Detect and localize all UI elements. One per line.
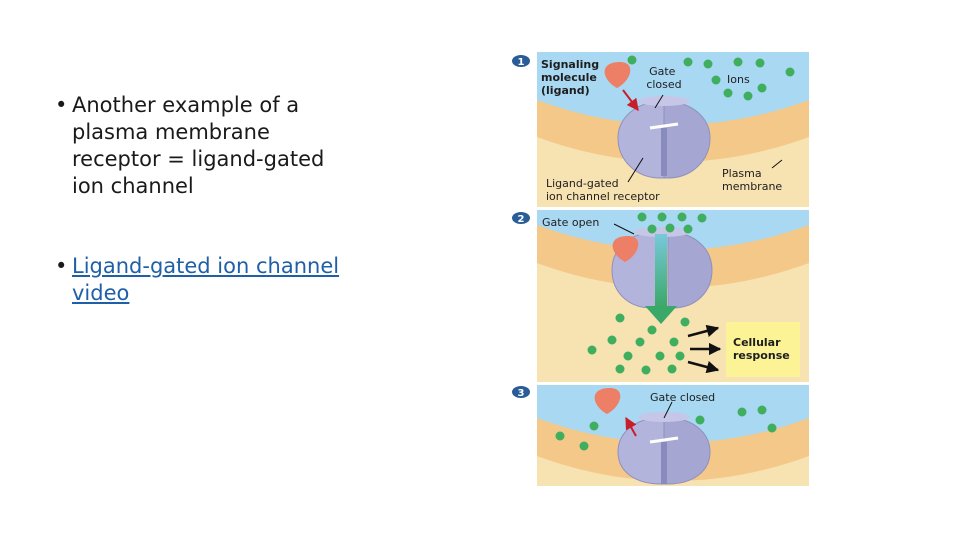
ion: [697, 213, 707, 223]
ion: [695, 415, 705, 425]
ion: [683, 57, 693, 67]
gate-closed-label: Gate closed: [646, 65, 681, 91]
membrane-pointer: [771, 159, 783, 169]
cytoplasm: [537, 456, 809, 486]
ion: [615, 313, 625, 323]
ions-group: [587, 212, 707, 375]
ion: [587, 345, 597, 355]
ion: [755, 58, 765, 68]
panel-2: Cellular response 2 Gate open: [512, 210, 809, 382]
ion: [677, 212, 687, 222]
ion: [733, 57, 743, 67]
ion: [623, 351, 633, 361]
ion: [607, 335, 617, 345]
svg-text:3: 3: [518, 388, 525, 399]
ion: [683, 224, 693, 234]
ion: [555, 431, 565, 441]
ion: [647, 224, 657, 234]
ions-label: Ions: [727, 73, 750, 86]
ion: [627, 55, 637, 65]
ion: [703, 59, 713, 69]
ion: [785, 67, 795, 77]
ion-flow-arrow: [655, 234, 667, 308]
ion: [711, 75, 721, 85]
ion: [641, 365, 651, 375]
ion: [589, 421, 599, 431]
bullet-text: Another example of a plasma membrane rec…: [72, 93, 325, 198]
ion-flow-arrowhead: [645, 306, 677, 324]
ion: [637, 212, 647, 222]
receptor-closed: [617, 412, 711, 485]
receptor-label: Ligand-gated ion channel receptor: [546, 177, 660, 203]
ion: [743, 91, 753, 101]
ligand-molecule: [594, 388, 621, 414]
signaling-molecule-label: Signaling molecule (ligand): [541, 58, 603, 97]
svg-text:2: 2: [518, 214, 525, 225]
response-arrow: [687, 360, 720, 374]
plasma-membrane-label: Plasma membrane: [722, 167, 782, 193]
ion: [665, 223, 675, 233]
response-arrow: [687, 324, 720, 338]
ligand-molecule: [604, 62, 631, 88]
receptor-pointer: [627, 157, 644, 183]
step-2-badge: 2: [512, 212, 530, 225]
ions-group: [555, 405, 777, 451]
ion: [647, 325, 657, 335]
gate-closed-label: Gate closed: [650, 391, 715, 404]
ion: [680, 317, 690, 327]
panel-1: 1 Signaling molecule (ligand) Gate close…: [512, 52, 809, 207]
ion: [669, 337, 679, 347]
bullet-dot: •: [55, 254, 68, 278]
ion: [767, 423, 777, 433]
ion: [737, 407, 747, 417]
ions-group: [627, 55, 795, 101]
ion: [635, 337, 645, 347]
response-arrows: [687, 324, 722, 374]
gate-open-label: Gate open: [542, 216, 599, 229]
bullet-list: • Another example of a plasma membrane r…: [55, 92, 355, 307]
binding-arrow: [622, 89, 639, 111]
ion: [655, 351, 665, 361]
bullet-item: • Ligand-gated ion channel video: [55, 253, 355, 307]
step-3-badge: 3: [512, 386, 530, 399]
ion: [579, 441, 589, 451]
gate-pointer: [654, 94, 664, 109]
ion: [757, 83, 767, 93]
ligand-molecule: [612, 236, 639, 262]
gate-pointer: [663, 401, 673, 419]
ion: [657, 212, 667, 222]
step-1-badge: 1: [512, 55, 530, 68]
release-arrow: [625, 416, 637, 437]
cellular-response-label: Cellular response: [733, 336, 790, 362]
ion: [757, 405, 767, 415]
panel-3: 3 Gate closed: [512, 385, 809, 486]
ion: [723, 88, 733, 98]
ion: [675, 351, 685, 361]
bullet-item: • Another example of a plasma membrane r…: [55, 92, 355, 200]
bullet-dot: •: [55, 93, 68, 117]
svg-text:1: 1: [518, 57, 525, 68]
ion: [667, 364, 677, 374]
cellular-response-box: [726, 322, 800, 377]
ion: [615, 364, 625, 374]
gate-open-pointer: [613, 223, 635, 235]
video-link[interactable]: Ligand-gated ion channel video: [72, 254, 340, 305]
